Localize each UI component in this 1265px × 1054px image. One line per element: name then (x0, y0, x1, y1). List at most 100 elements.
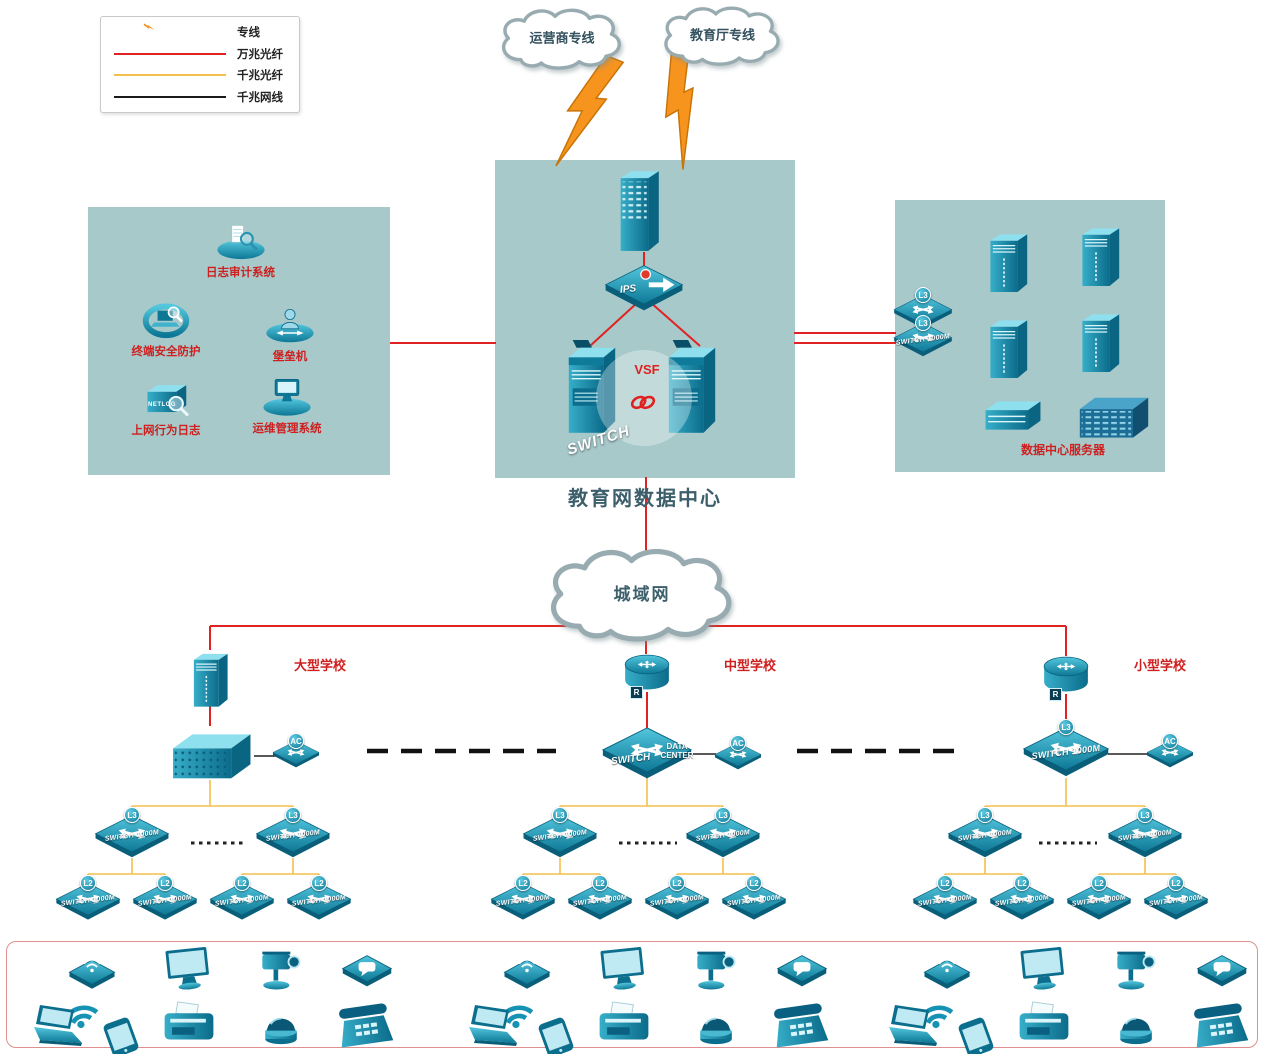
copper-1g-line-sample (111, 95, 229, 98)
legend: 专线 万兆光纤 千兆光纤 千兆网线 (100, 16, 300, 113)
layer-badge: L2 (157, 875, 173, 891)
layer-badge: L2 (937, 875, 953, 891)
layer-badge: L3 (977, 807, 993, 823)
laptop-icon (889, 1005, 937, 1046)
vsf-label: VSF (634, 362, 660, 377)
server-zone-switch: L3 (893, 287, 953, 332)
layer-badge: L3 (124, 807, 140, 823)
telephone-icon (1191, 1002, 1249, 1048)
device-label: 终端安全防护 (131, 346, 201, 359)
layer-badge: L2 (311, 875, 327, 891)
server-tower-icon (989, 319, 1028, 379)
ips-icon (605, 264, 683, 311)
fiber-10g-line-sample (111, 52, 229, 55)
legend-label: 千兆光纤 (237, 70, 283, 83)
device-label: 堡垒机 (272, 350, 308, 363)
video-terminal-icon (1197, 955, 1247, 987)
cloud-carrier-line: 运营商专线 (486, 6, 638, 72)
ac-badge: AC (730, 735, 746, 751)
printer-icon (164, 1001, 214, 1040)
printer-icon (1019, 1001, 1069, 1040)
layer-badge: L3 (715, 807, 731, 823)
layer-badge: L3 (1137, 807, 1153, 823)
smartphone-icon (957, 1016, 995, 1054)
ptz-camera-icon (696, 950, 736, 991)
layer-badge: L2 (1091, 875, 1107, 891)
ops-management-icon (262, 378, 312, 417)
video-terminal-icon (342, 955, 392, 987)
telephone-icon (336, 1002, 394, 1048)
link-icon (628, 393, 658, 412)
ops-management-system: 运维管理系统 (248, 376, 326, 436)
ac-badge: AC (288, 733, 304, 749)
datacenter-switch-medium-school: SWITCH DATA CENTER (601, 726, 693, 785)
layer-badge: L2 (746, 875, 762, 891)
ptz-camera-icon (1116, 950, 1156, 991)
log-audit-system: 日志审计系统 (203, 222, 278, 280)
layer-badge: L3 (1058, 719, 1074, 735)
layer-badge: L3 (915, 315, 931, 331)
monitor-icon (1020, 946, 1066, 992)
gateway-router-small-school: R (1041, 654, 1091, 701)
dome-camera-icon (264, 1017, 298, 1046)
router-badge: R (630, 686, 643, 699)
device-label: 运维管理系统 (252, 422, 322, 435)
datacenter-label: DATA CENTER (660, 742, 694, 761)
ac-badge: AC (1162, 733, 1178, 749)
telephone-icon (771, 1002, 829, 1048)
legend-row: 千兆光纤 (111, 65, 289, 85)
endpoint-protection-icon (139, 298, 193, 340)
fiber-1g-line-sample (111, 74, 229, 77)
legend-label: 万兆光纤 (237, 48, 283, 61)
ptz-camera-icon (261, 950, 301, 991)
school-label-large: 大型学校 (293, 658, 346, 673)
rack-server-icon (984, 400, 1042, 431)
core-chassis-large-school (173, 734, 251, 779)
laptop-icon (469, 1005, 517, 1046)
cloud-label: 城域网 (613, 585, 671, 604)
dedicated-line-icon (111, 22, 229, 42)
wireless-controller: AC (1146, 733, 1194, 771)
netlog-icon (145, 383, 189, 417)
layer-badge: L2 (234, 875, 250, 891)
layer-badge: L2 (80, 875, 96, 891)
log-audit-icon (215, 223, 266, 261)
cloud-metro-network: 城域网 (532, 545, 752, 645)
bastion-icon (263, 306, 317, 345)
ips-device: IPS (604, 264, 684, 315)
gateway-firewall-large-school (193, 653, 229, 708)
device-label: 日志审计系统 (206, 266, 275, 279)
dome-camera-icon (1119, 1017, 1153, 1046)
wireless-controller: AC (272, 733, 320, 771)
layer-badge: L3 (285, 807, 301, 823)
server-tower-icon (989, 233, 1028, 293)
layer-badge: L2 (592, 875, 608, 891)
netlog-text: NETLOG (148, 402, 176, 408)
layer-badge: L2 (1014, 875, 1030, 891)
net-behavior-log-system: NETLOG 上网行为日志 (126, 380, 206, 438)
cloud-education-line: 教育厅专线 (645, 4, 800, 68)
gateway-router-medium-school: R (622, 652, 672, 699)
monitor-icon (600, 946, 646, 992)
core-rack-icon (1079, 397, 1149, 438)
wireless-controller: AC (714, 735, 762, 773)
